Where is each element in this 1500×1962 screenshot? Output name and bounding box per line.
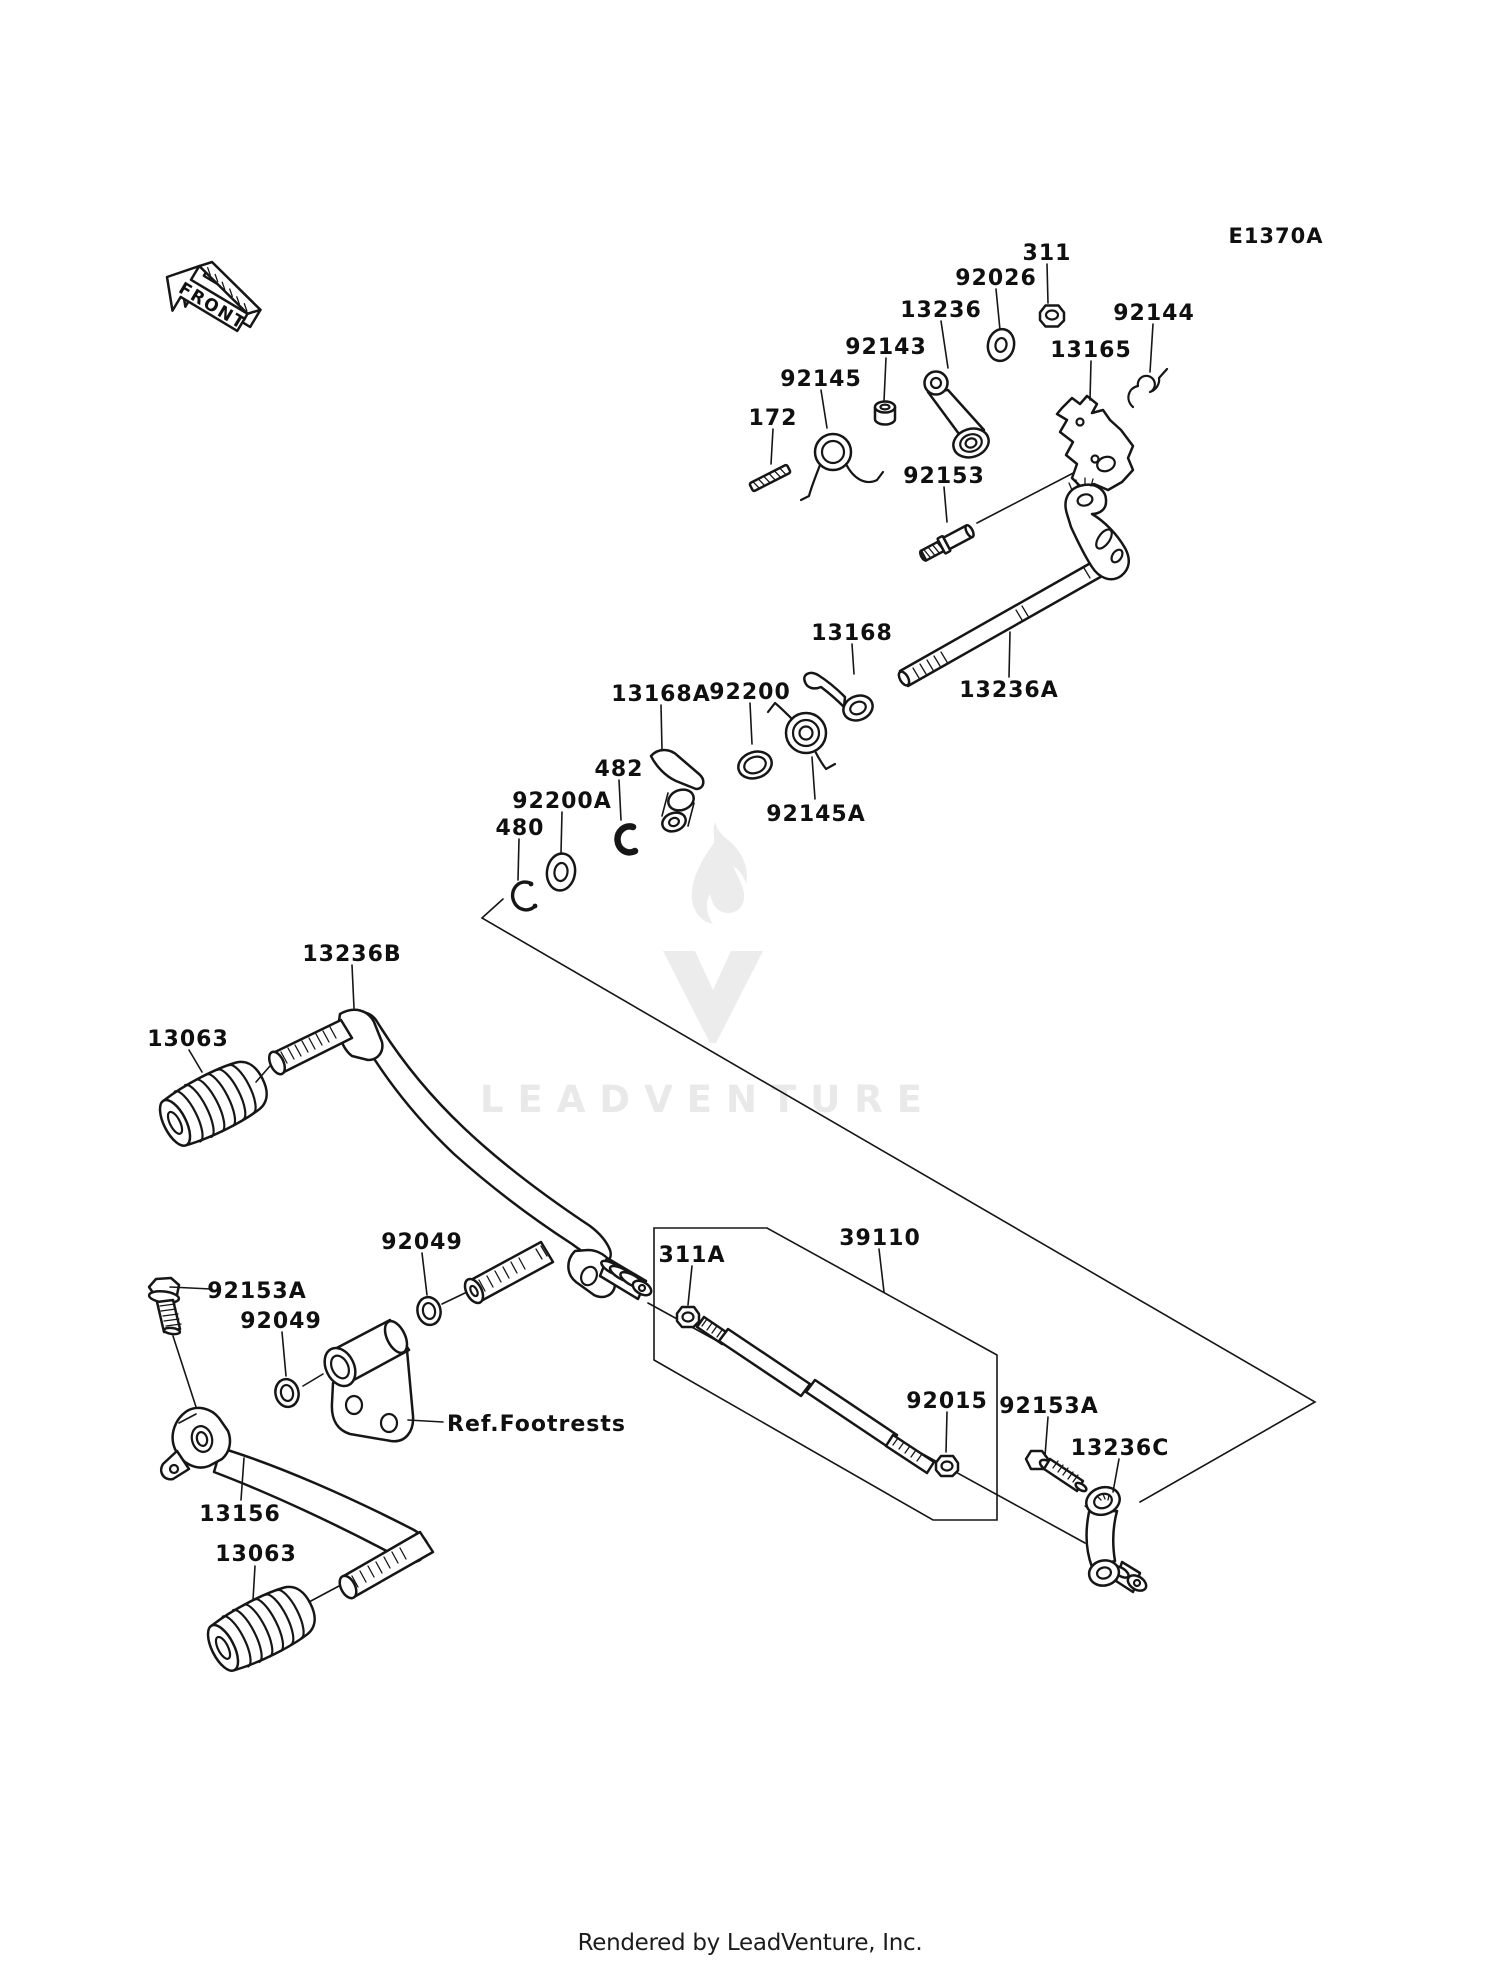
part-92145-spring xyxy=(799,432,885,502)
part-311A-nut xyxy=(675,1305,701,1329)
part-92153-bolt xyxy=(918,523,975,562)
part-13168A-holder xyxy=(649,748,705,833)
callout-13063-lower: 13063 xyxy=(215,1542,297,1567)
callout-92200: 92200 xyxy=(709,680,791,705)
part-172-stud xyxy=(748,463,792,493)
callout-13236: 13236 xyxy=(900,298,982,323)
callout-92153A-left: 92153A xyxy=(207,1279,307,1304)
callout-480: 480 xyxy=(496,816,545,841)
callout-92200A: 92200A xyxy=(512,789,612,814)
part-92015-nut xyxy=(934,1454,960,1478)
callout-13165: 13165 xyxy=(1050,338,1132,363)
callout-13168: 13168 xyxy=(811,621,893,646)
part-13063-rubber-upper xyxy=(158,1060,268,1147)
part-footrest-bracket xyxy=(323,1318,415,1443)
leader-lines xyxy=(169,263,1154,1601)
watermark-v-icon xyxy=(663,951,763,1043)
part-13156-pedal xyxy=(159,1406,435,1600)
callout-13236A: 13236A xyxy=(959,678,1059,703)
callout-ref-footrests: Ref.Footrests xyxy=(447,1412,626,1437)
part-13236-link xyxy=(923,370,990,459)
callout-13168A: 13168A xyxy=(611,682,711,707)
part-92144-spring xyxy=(1127,367,1169,409)
callout-311A: 311A xyxy=(659,1243,726,1268)
callout-13156: 13156 xyxy=(199,1502,281,1527)
callout-13236C: 13236C xyxy=(1071,1436,1170,1461)
footer-credit: Rendered by LeadVenture, Inc. xyxy=(578,1930,923,1956)
callout-92049-upper: 92049 xyxy=(381,1230,463,1255)
part-311-nut xyxy=(1038,304,1066,328)
watermark-flame-icon xyxy=(691,822,747,924)
part-92026-washer xyxy=(986,327,1016,363)
part-92153A-bolt-right xyxy=(1024,1449,1088,1493)
callout-92145A: 92145A xyxy=(766,802,866,827)
part-13236A-shaft xyxy=(897,477,1130,688)
callout-13063-upper: 13063 xyxy=(147,1027,229,1052)
part-92200A-washer xyxy=(545,852,577,892)
callout-92153: 92153 xyxy=(903,464,985,489)
part-92145A-spring xyxy=(766,701,837,771)
callout-92026: 92026 xyxy=(955,266,1037,291)
callout-482: 482 xyxy=(595,757,644,782)
part-482-eclip xyxy=(614,823,639,856)
part-92049-washer-lower xyxy=(274,1377,300,1409)
part-92153A-bolt-left xyxy=(147,1276,182,1336)
callout-172: 172 xyxy=(749,406,798,431)
callout-311: 311 xyxy=(1023,241,1072,266)
part-39110-tierod xyxy=(695,1315,936,1475)
watermark-text: LEADVENTURE xyxy=(480,1078,936,1121)
diagram-code: E1370A xyxy=(1228,224,1323,248)
part-92200-oring xyxy=(737,750,773,780)
callout-92153A-right: 92153A xyxy=(999,1394,1099,1419)
callout-92143: 92143 xyxy=(845,335,927,360)
leadventure-watermark: LEADVENTURE xyxy=(480,822,936,1121)
callout-92145: 92145 xyxy=(780,367,862,392)
part-pivot-sleeve xyxy=(463,1240,555,1305)
part-480-circlip xyxy=(510,880,538,912)
part-13165-plate xyxy=(1055,394,1135,492)
callout-13236B: 13236B xyxy=(302,942,401,967)
callout-92144: 92144 xyxy=(1113,301,1195,326)
part-92143-bushing xyxy=(873,400,897,426)
callout-39110: 39110 xyxy=(839,1226,921,1251)
part-13168-pawl xyxy=(803,671,874,722)
part-13236C-lever xyxy=(1084,1485,1148,1594)
callout-92049-lower: 92049 xyxy=(240,1309,322,1334)
part-callouts: 311 92026 13236 92143 92145 172 92144 13… xyxy=(147,241,1195,1567)
part-13063-rubber-lower xyxy=(206,1585,316,1672)
parts-drawings xyxy=(147,304,1169,1672)
front-arrow: FRONT xyxy=(165,260,262,334)
callout-92015: 92015 xyxy=(906,1389,988,1414)
part-92049-washer-upper xyxy=(416,1295,442,1327)
part-13236B-lever xyxy=(267,1008,653,1301)
watermark-v-inner xyxy=(699,951,727,980)
